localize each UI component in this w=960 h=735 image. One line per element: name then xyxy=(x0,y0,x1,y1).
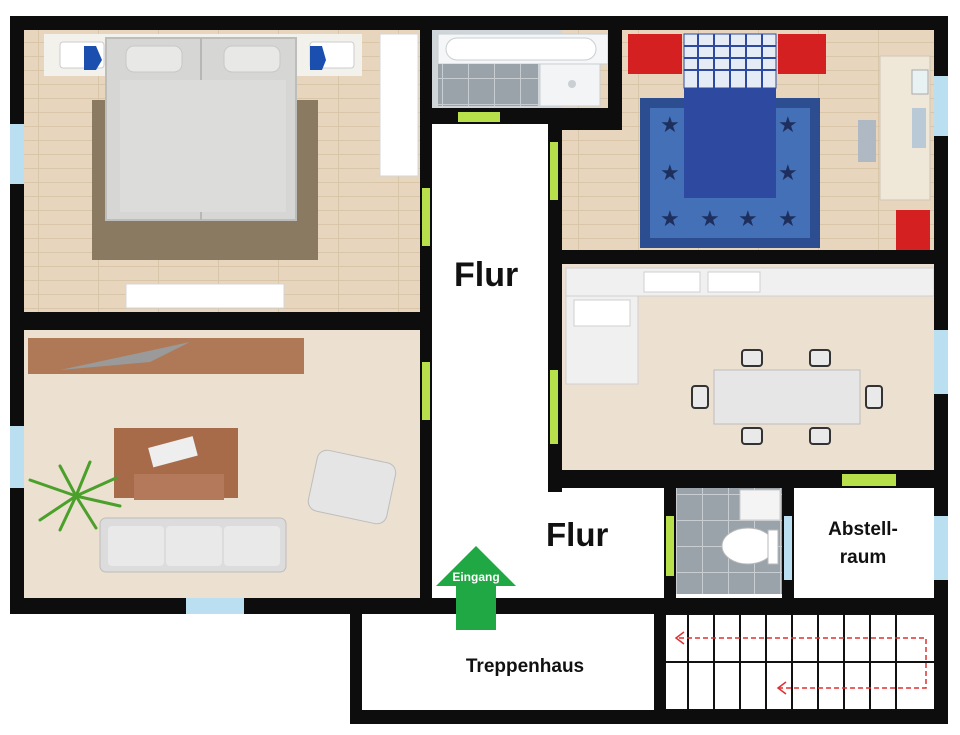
svg-text:★: ★ xyxy=(778,113,798,138)
monitor xyxy=(911,69,929,95)
plant xyxy=(28,460,122,532)
up-arrow-icon xyxy=(436,546,516,630)
staircase xyxy=(663,613,939,711)
wc-wall-panel xyxy=(739,489,781,521)
svg-text:★: ★ xyxy=(700,207,720,232)
corridor-label-top: Flur xyxy=(454,256,519,294)
storage-room-label-text: Abstell- raum xyxy=(828,519,898,568)
stair-direction-arrow-icon xyxy=(674,631,927,695)
single-bed xyxy=(683,33,777,198)
stairwell-label: Treppenhaus xyxy=(465,656,585,677)
doors xyxy=(422,112,896,576)
toilet xyxy=(721,527,775,565)
svg-text:★: ★ xyxy=(738,207,758,232)
entrance-label: Eingang xyxy=(452,570,500,584)
dining-chairs xyxy=(691,349,883,445)
svg-text:★: ★ xyxy=(778,207,798,232)
windows xyxy=(10,76,948,614)
wardrobe xyxy=(379,33,419,177)
svg-text:★: ★ xyxy=(778,161,798,186)
red-cabinet-right xyxy=(778,34,826,74)
double-bed xyxy=(44,34,362,260)
svg-text:★: ★ xyxy=(660,161,680,186)
dining-table xyxy=(713,369,861,425)
svg-text:★: ★ xyxy=(660,207,680,232)
bathtub xyxy=(437,33,609,107)
corridor-label-bottom: Flur xyxy=(546,516,609,553)
desk-chair xyxy=(858,120,876,162)
laptop xyxy=(912,108,926,148)
storage-room-label: Abstell- raum xyxy=(808,516,918,572)
svg-text:★: ★ xyxy=(660,113,680,138)
tv xyxy=(60,342,190,370)
red-chair xyxy=(896,210,930,250)
red-cabinet-left xyxy=(628,34,682,74)
bedroom-dresser xyxy=(125,283,285,309)
armchair xyxy=(307,449,397,525)
rug-stars: ★ ★ ★ ★ ★ ★ ★ ★ xyxy=(660,113,798,232)
